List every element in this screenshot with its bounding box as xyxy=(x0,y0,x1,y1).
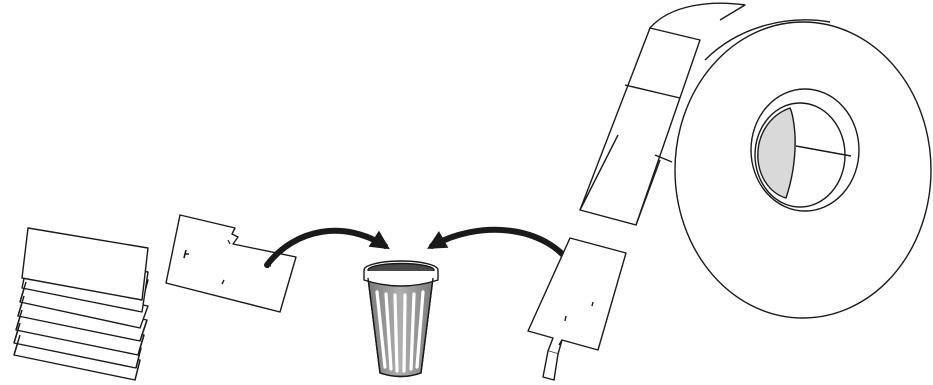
fanfold-labels-icon xyxy=(13,227,149,381)
curved-arrow-icon xyxy=(426,226,576,270)
curved-arrow-icon xyxy=(264,227,390,268)
torn-label-icon xyxy=(527,237,627,381)
label-roll-icon xyxy=(579,2,932,319)
torn-label-icon xyxy=(165,214,297,313)
trash-can-icon xyxy=(363,260,439,378)
